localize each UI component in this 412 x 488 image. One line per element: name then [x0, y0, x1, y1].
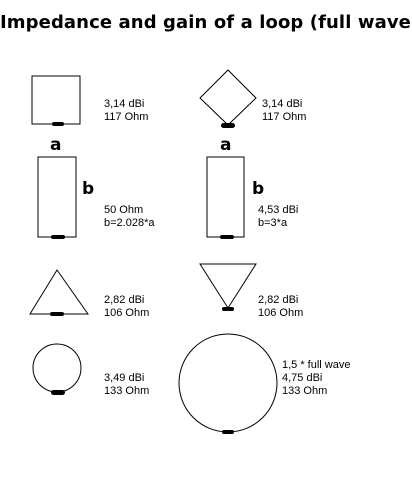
page-title: Impedance and gain of a loop (full wave) [0, 12, 412, 33]
triangle-loop [29, 269, 89, 316]
diamond-gain: 3,14 dBi [262, 98, 303, 110]
feed-point [52, 122, 64, 126]
circle-gain: 3,49 dBi [104, 372, 145, 384]
feed-point [221, 123, 235, 128]
inverted-triangle-impedance: 106 Ohm [258, 307, 304, 319]
diamond-impedance: 117 Ohm [262, 111, 307, 123]
square-loop [31, 75, 81, 126]
rectangle-loop-left [37, 156, 77, 239]
rectangle-loop-right [206, 156, 245, 239]
rect-left-impedance: 50 Ohm [104, 204, 144, 216]
diamond-loop [199, 69, 257, 128]
feed-point [50, 312, 64, 316]
feed-point [222, 430, 234, 434]
large-circle-gain: 4,75 dBi [282, 372, 323, 384]
feed-point [51, 235, 65, 239]
feed-point [51, 390, 65, 395]
dimension-b-left: b [82, 179, 95, 199]
large-circle-note: 1,5 * full wave [282, 359, 351, 371]
triangle-impedance: 106 Ohm [104, 307, 150, 319]
inverted-triangle-loop [199, 263, 257, 311]
rect-right-ratio: b=3*a [258, 217, 288, 229]
circle-impedance: 133 Ohm [104, 385, 150, 397]
inverted-triangle-gain: 2,82 dBi [258, 294, 299, 306]
circle-loop [32, 343, 82, 395]
feed-point [220, 235, 234, 239]
large-circle-impedance: 133 Ohm [282, 385, 328, 397]
large-circle-loop [178, 333, 278, 434]
rect-right-gain: 4,53 dBi [258, 204, 299, 216]
feed-point [222, 307, 234, 311]
dimension-b-right: b [252, 179, 265, 199]
triangle-gain: 2,82 dBi [104, 294, 145, 306]
square-gain: 3,14 dBi [104, 98, 145, 110]
square-impedance: 117 Ohm [104, 111, 149, 123]
dimension-a-left: a [50, 135, 62, 155]
rect-left-ratio: b=2.028*a [104, 217, 155, 229]
dimension-a-right: a [220, 135, 232, 155]
